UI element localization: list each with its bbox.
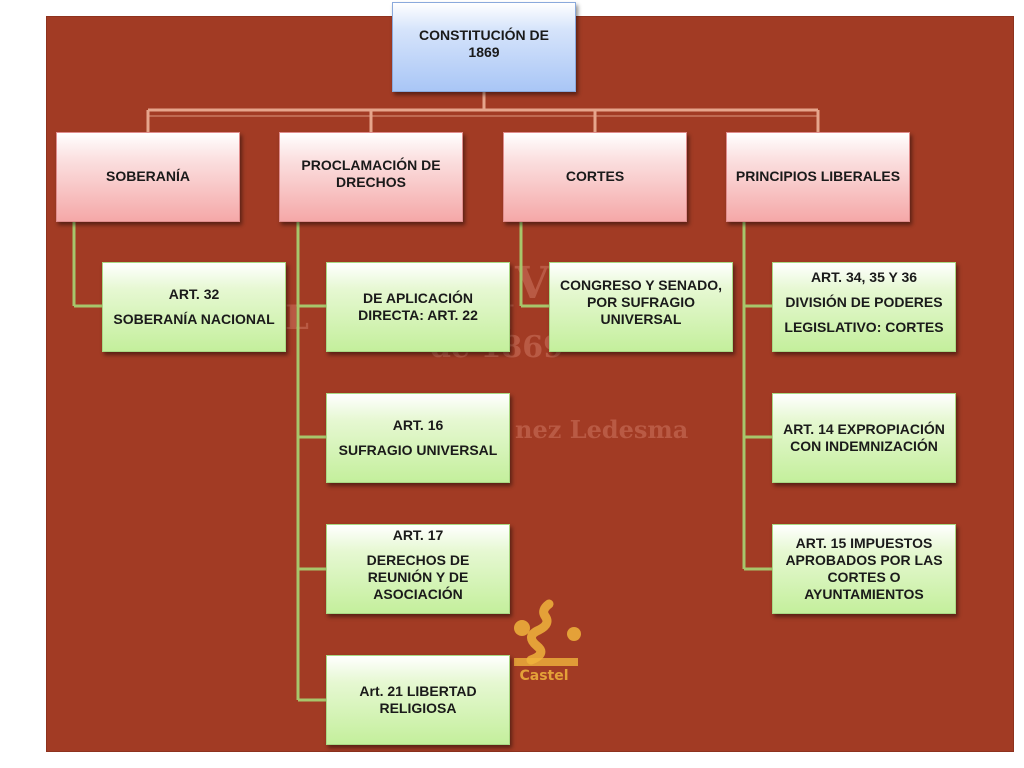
leaf-line: SUFRAGIO UNIVERSAL	[338, 442, 498, 458]
leaf-line: SOBERANÍA NACIONAL	[113, 311, 275, 327]
category-proclamacion: PROCLAMACIÓN DE DRECHOS	[279, 132, 463, 222]
leaf-line: UNIVERSAL	[600, 311, 682, 328]
category-label: CORTES	[565, 168, 625, 185]
leaf-line: RELIGIOSA	[379, 700, 457, 716]
leaf-line: ART. 15 IMPUESTOS	[795, 534, 933, 551]
root-title-line1: CONSTITUCIÓN DE	[419, 27, 549, 43]
category-soberania: SOBERANÍA	[56, 132, 240, 222]
leaf-art22: DE APLICACIÓN DIRECTA: ART. 22	[326, 262, 510, 352]
leaf-art14: ART. 14 EXPROPIACIÓN CON INDEMNIZACIÓN	[772, 393, 956, 483]
leaf-line: ART. 14 EXPROPIACIÓN	[783, 420, 945, 437]
category-label: SOBERANÍA	[105, 168, 190, 185]
leaf-line: REUNIÓN Y DE	[367, 569, 469, 586]
leaf-line: CORTES O	[827, 569, 901, 585]
root-title-line2: 1869	[468, 44, 500, 61]
leaf-line: CON INDEMNIZACIÓN	[790, 438, 938, 454]
leaf-line: Art. 21 LIBERTAD	[359, 682, 477, 699]
leaf-line: POR SUFRAGIO	[586, 294, 696, 311]
leaf-art17: ART. 17 DERECHOS DE REUNIÓN Y DE ASOCIAC…	[326, 524, 510, 614]
leaf-line: AYUNTAMIENTOS	[804, 586, 924, 603]
leaf-line: DIVISIÓN DE PODERES	[785, 294, 943, 311]
category-cortes: CORTES	[503, 132, 687, 222]
leaf-line: DIRECTA: ART. 22	[358, 307, 478, 323]
leaf-line: LEGISLATIVO: CORTES	[784, 319, 944, 336]
leaf-line: ART. 32	[168, 285, 220, 302]
leaf-line: ART. 34, 35 Y 36	[810, 269, 918, 285]
slide-background	[46, 16, 1014, 752]
leaf-art15: ART. 15 IMPUESTOS APROBADOS POR LAS CORT…	[772, 524, 956, 614]
leaf-line: DERECHOS DE	[366, 552, 470, 569]
root-node: CONSTITUCIÓN DE 1869	[392, 2, 576, 92]
leaf-line: ASOCIACIÓN	[373, 586, 463, 603]
leaf-art16: ART. 16 SUFRAGIO UNIVERSAL	[326, 393, 510, 483]
category-label: PRINCIPIOS LIBERALES	[735, 168, 901, 185]
leaf-line: ART. 16	[392, 416, 444, 433]
leaf-line: ART. 17	[392, 527, 444, 543]
leaf-art21: Art. 21 LIBERTAD RELIGIOSA	[326, 655, 510, 745]
leaf-congreso-senado: CONGRESO Y SENADO, POR SUFRAGIO UNIVERSA…	[549, 262, 733, 352]
leaf-line: CONGRESO Y SENADO,	[559, 277, 723, 293]
category-label-line1: PROCLAMACIÓN DE	[301, 157, 441, 173]
leaf-art34-35-36: ART. 34, 35 Y 36 DIVISIÓN DE PODERES LEG…	[772, 262, 956, 352]
leaf-art32: ART. 32 SOBERANÍA NACIONAL	[102, 262, 286, 352]
category-principios-liberales: PRINCIPIOS LIBERALES	[726, 132, 910, 222]
category-label-line2: DRECHOS	[335, 174, 406, 191]
leaf-line: DE APLICACIÓN	[363, 289, 473, 306]
leaf-line: APROBADOS POR LAS	[785, 551, 943, 568]
